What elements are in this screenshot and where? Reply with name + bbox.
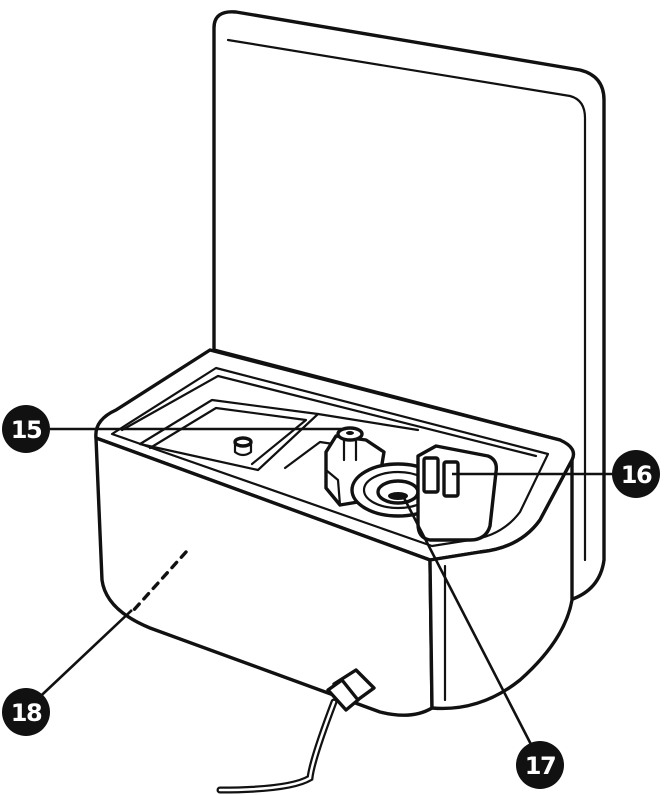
callout-15: 15 [2, 405, 50, 453]
callout-18-circle [2, 688, 50, 736]
callout-17-circle [516, 741, 564, 789]
callout-15-circle [2, 405, 50, 453]
back-panel [212, 10, 606, 604]
sensor-18-dashed-line [130, 550, 188, 614]
callout-15-label: 15 [11, 416, 42, 444]
callout-18-label: 18 [11, 699, 42, 727]
callout-17: 17 [516, 741, 564, 789]
power-cord [216, 668, 376, 794]
leader-18 [27, 609, 133, 709]
slot-16-assembly [416, 444, 499, 542]
callout-16: 16 [612, 450, 660, 498]
callout-17-label: 17 [525, 752, 555, 780]
callout-16-label: 16 [621, 461, 652, 489]
leader-17 [400, 493, 540, 759]
callout-18: 18 [2, 688, 50, 736]
callout-16-circle [612, 450, 660, 498]
inner-tray [110, 366, 550, 548]
